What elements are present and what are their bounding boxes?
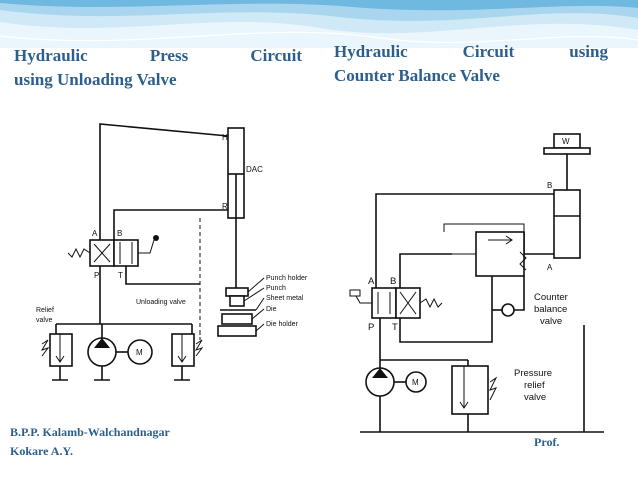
punch: [229, 295, 245, 307]
die-holder: [217, 325, 257, 337]
label-T: T: [118, 271, 123, 280]
pressure-relief-valve: [451, 365, 489, 415]
label-punch-holder: Punch holder: [266, 275, 308, 282]
header-wave-decoration: [0, 0, 638, 48]
label-die: Die: [266, 306, 277, 313]
label-H: H: [222, 133, 228, 142]
label-unloading-valve: Unloading valve: [136, 299, 186, 306]
title-right-word-1: Hydraulic: [334, 42, 408, 61]
label-balance: balance: [534, 304, 567, 315]
label-cyl-A: A: [547, 263, 553, 272]
label-punch: Punch: [266, 285, 286, 292]
label-A: A: [368, 276, 375, 287]
label-DAC: DAC: [246, 165, 263, 174]
slide-title-left: Hydraulic Press Circuit using Unloading …: [14, 44, 302, 92]
title-left-line-2: using Unloading Valve: [14, 70, 177, 89]
label-relief: relief: [524, 380, 545, 391]
motor-label: M: [412, 378, 419, 387]
electric-motor: [405, 371, 427, 393]
title-left-word-3: Circuit: [250, 46, 302, 65]
counter-balance-circuit-diagram: W B A Counter balance valve A B P T M: [344, 120, 612, 442]
electric-motor: [127, 339, 153, 365]
label-B: B: [390, 276, 396, 287]
label-P: P: [94, 271, 99, 280]
title-right-word-3: using: [569, 42, 608, 61]
label-relief-valve: valve: [36, 317, 52, 324]
die: [221, 313, 253, 325]
label-cb-valve: valve: [540, 316, 562, 327]
footer-line-1: B.P.P. Kalamb-Walchandnagar: [10, 425, 170, 439]
press-circuit-diagram: H R DAC A B P T Punch holder Punch Sheet…: [32, 112, 316, 412]
label-pr-valve: valve: [524, 392, 546, 403]
label-relief: Relief: [36, 307, 54, 314]
punch-holder: [225, 287, 249, 297]
relief-valve: [49, 333, 73, 367]
label-sheet-metal: Sheet metal: [266, 295, 304, 302]
label-die-holder: Die holder: [266, 321, 299, 328]
title-right-word-2: Circuit: [462, 42, 515, 61]
title-left-word-1: Hydraulic: [14, 46, 88, 65]
footer-prof: Prof.: [534, 435, 560, 449]
label-counter: Counter: [534, 292, 568, 303]
label-P: P: [368, 322, 374, 333]
footer-line-2: Kokare A.Y.: [10, 444, 74, 458]
unloading-valve: [171, 333, 195, 367]
label-R: R: [222, 202, 228, 211]
slide-title-right: Hydraulic Circuit using Counter Balance …: [334, 40, 608, 88]
check-valve: [501, 303, 515, 317]
label-pressure: Pressure: [514, 368, 552, 379]
dcv-right-envelope: [113, 239, 139, 267]
title-right-line-2: Counter Balance Valve: [334, 66, 500, 85]
label-W: W: [562, 137, 570, 146]
label-cyl-B: B: [547, 181, 552, 190]
vertical-cylinder: [553, 189, 581, 259]
title-left-word-2: Press: [149, 46, 189, 65]
footer-credit: B.P.P. Kalamb-Walchandnagar Kokare A.Y.: [10, 423, 170, 461]
counter-balance-valve: [475, 231, 525, 277]
dcv-parallel-envelope: [371, 287, 397, 319]
label-T: T: [392, 322, 398, 333]
motor-label: M: [136, 348, 143, 357]
label-B: B: [117, 229, 122, 238]
label-A: A: [92, 229, 98, 238]
